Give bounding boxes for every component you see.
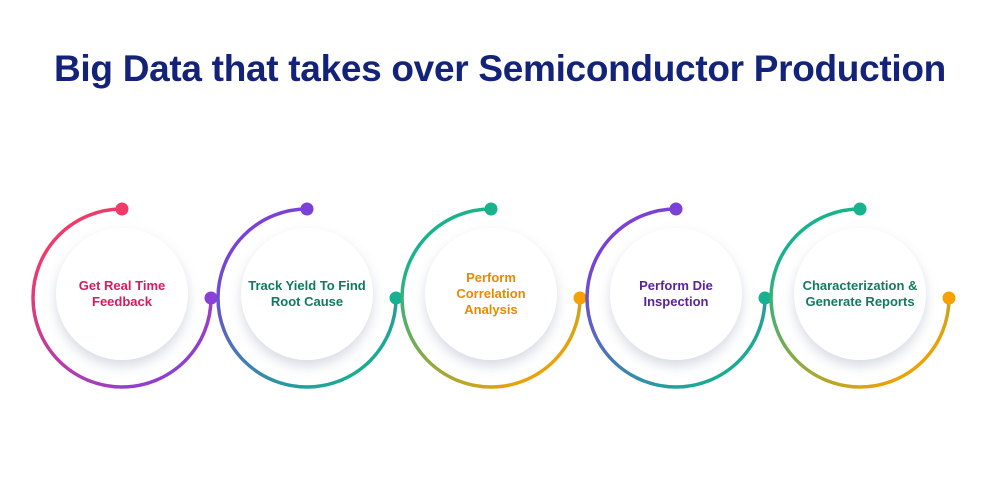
step-label: Track Yield To Find Root Cause	[248, 278, 366, 309]
arc-start-dot	[853, 202, 867, 216]
arc-end-dot	[758, 291, 772, 305]
step-circle	[241, 228, 373, 360]
step-circle	[56, 228, 188, 360]
arc-end-dot	[942, 291, 956, 305]
step-3	[400, 202, 587, 389]
step-1	[31, 202, 218, 389]
step-circle	[425, 228, 557, 360]
step-arc	[400, 207, 582, 389]
step-arc	[585, 207, 767, 389]
arc-start-dot	[115, 202, 129, 216]
step-label: Get Real Time Feedback	[78, 278, 166, 309]
step-4	[585, 202, 772, 389]
step-label: Characterization & Generate Reports	[802, 278, 918, 309]
step-circle	[794, 228, 926, 360]
arc-start-dot	[300, 202, 314, 216]
arc-end-dot	[573, 291, 587, 305]
arc-end-dot	[204, 291, 218, 305]
arc-start-dot	[484, 202, 498, 216]
arc-end-dot	[389, 291, 403, 305]
step-arc	[216, 207, 398, 389]
arc-start-dot	[669, 202, 683, 216]
step-circle	[610, 228, 742, 360]
step-label: Perform Die Inspection	[639, 278, 713, 309]
step-arc	[769, 207, 951, 389]
step-5	[769, 202, 956, 389]
step-label: Perform Correlation Analysis	[456, 270, 526, 317]
page-title: Big Data that takes over Semiconductor P…	[54, 48, 946, 89]
step-2	[216, 202, 403, 389]
step-arc	[31, 207, 213, 389]
